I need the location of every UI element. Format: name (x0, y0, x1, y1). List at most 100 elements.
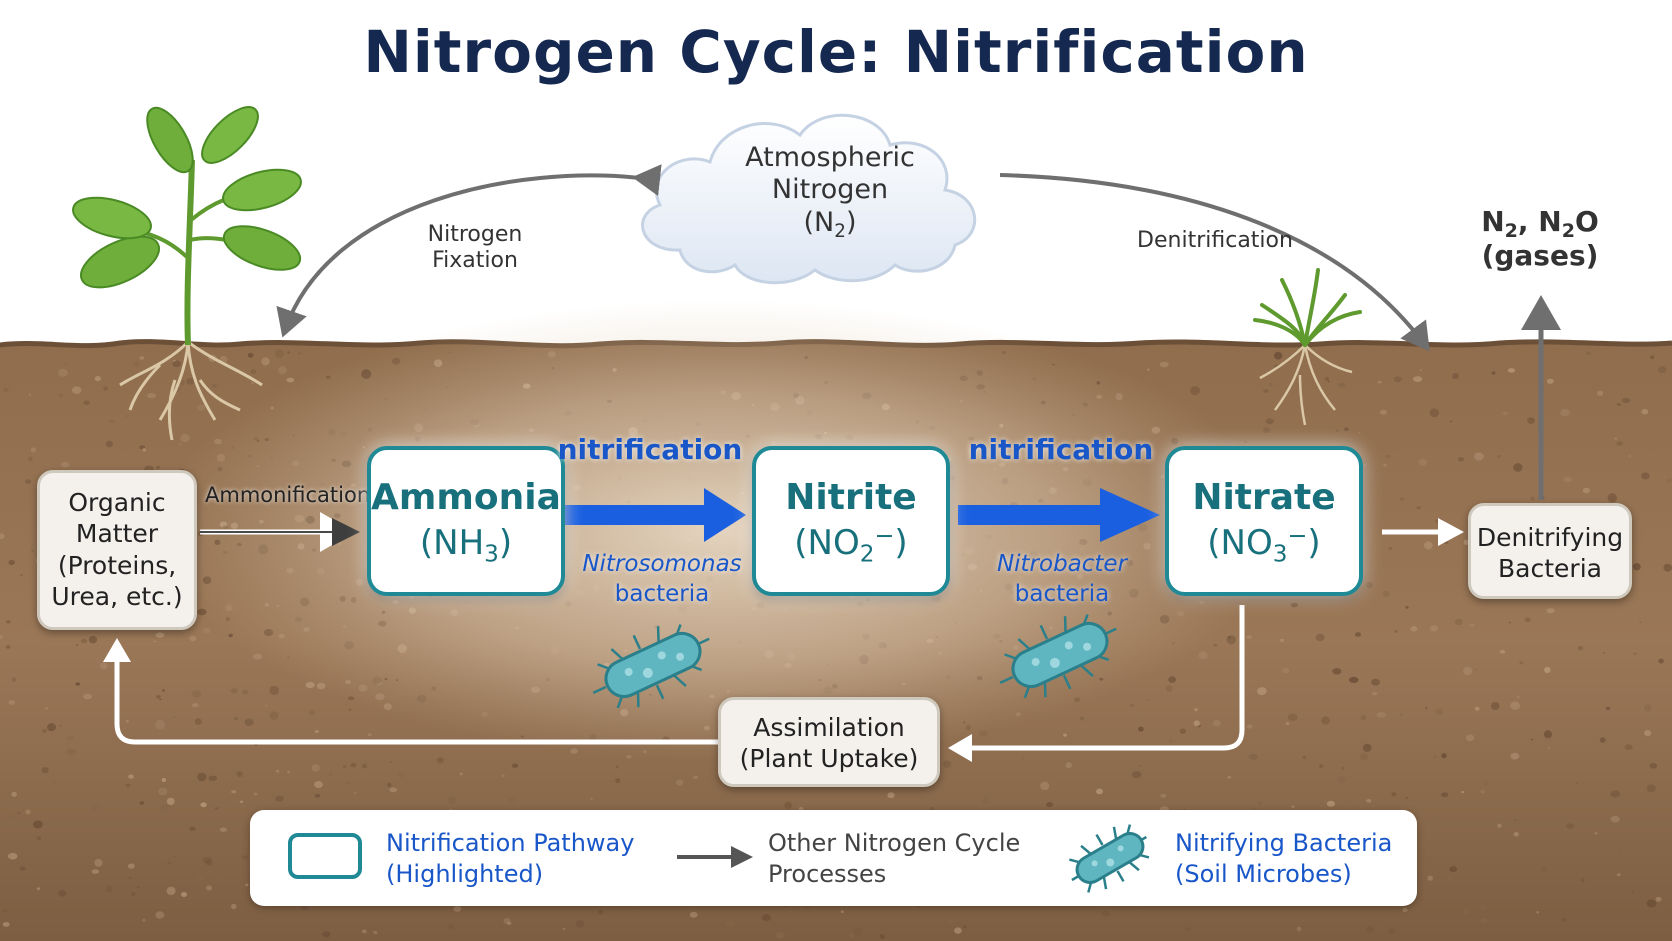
soil-speck (25, 809, 31, 815)
soil-speck (1543, 730, 1552, 739)
soil-speck (162, 689, 165, 692)
ammonia-f2: ) (498, 523, 513, 564)
soil-speck (1394, 630, 1398, 633)
soil-speck (244, 718, 254, 727)
soil-speck (598, 910, 604, 915)
soil-speck (189, 826, 196, 831)
soil-speck (1412, 376, 1423, 382)
nitrite-f1: (NO (794, 523, 860, 564)
soil-speck (58, 368, 68, 377)
soil-speck (1366, 582, 1373, 589)
soil-speck (1463, 909, 1471, 915)
soil-speck (1457, 457, 1465, 462)
soil-speck (206, 885, 212, 891)
soil-speck (1605, 706, 1611, 711)
soil-speck (1641, 472, 1650, 480)
soil-speck (1326, 800, 1335, 807)
soil-speck (1497, 823, 1502, 828)
assimilation-line2: (Plant Uptake) (739, 744, 919, 774)
soil-speck (1616, 873, 1621, 876)
soil-speck (693, 775, 699, 780)
soil-speck (350, 762, 357, 768)
soil-speck (180, 434, 190, 443)
soil-speck (286, 377, 295, 383)
soil-speck (1424, 541, 1433, 550)
soil-speck (247, 352, 254, 358)
soil-speck (853, 927, 863, 936)
soil-speck (1388, 546, 1393, 551)
soil-speck (509, 798, 515, 802)
nitrosomonas-label: Nitrosomonas bacteria (572, 550, 752, 610)
soil-speck (1213, 643, 1218, 647)
soil-speck (192, 703, 199, 708)
soil-speck (137, 886, 140, 889)
soil-speck (75, 682, 80, 686)
soil-speck (1371, 691, 1378, 696)
grass-icon (1253, 268, 1362, 426)
soil-speck (1165, 685, 1173, 692)
soil-speck (1021, 757, 1025, 760)
soil-speck (242, 689, 249, 695)
soil-speck (1452, 372, 1459, 380)
soil-speck (590, 797, 593, 800)
soil-speck (390, 761, 393, 764)
soil-speck (158, 787, 168, 796)
nitrate-sub: 3 (1272, 541, 1288, 568)
soil-speck (1319, 764, 1324, 768)
soil-speck (879, 934, 885, 939)
soil-speck (345, 780, 350, 785)
soil-speck (1379, 409, 1388, 415)
nitrite-name: Nitrite (785, 477, 917, 518)
soil-speck (287, 351, 290, 354)
legend-bacteria-line2: (Soil Microbes) (1175, 860, 1352, 889)
legend-bacteria-line1: Nitrifying Bacteria (1175, 829, 1393, 857)
gas-o: O (1574, 205, 1599, 238)
nitrification-arrow-1 (562, 488, 746, 542)
soil-speck (287, 770, 291, 774)
soil-speck (178, 443, 182, 446)
soil-speck (1291, 805, 1295, 808)
soil-speck (36, 887, 41, 891)
soil-speck (1063, 733, 1067, 737)
soil-speck (1377, 380, 1382, 384)
soil-speck (1541, 867, 1547, 872)
soil-speck (59, 724, 62, 727)
soil-speck (234, 716, 239, 721)
soil-speck (1096, 788, 1103, 795)
soil-speck (8, 700, 16, 705)
soil-speck (251, 382, 254, 384)
soil-speck (1491, 371, 1496, 375)
soil-speck (1546, 608, 1555, 614)
soil-speck (1546, 378, 1554, 384)
soil-speck (775, 931, 785, 939)
soil-speck (105, 885, 113, 893)
soil-speck (1514, 819, 1517, 822)
soil-speck (1577, 646, 1584, 651)
denitrifying-arrowhead (1438, 518, 1464, 546)
soil-speck (453, 906, 462, 912)
soil-speck (942, 760, 952, 769)
soil-speck (1046, 802, 1054, 808)
soil-speck (1616, 441, 1623, 446)
nitrite-f2: ) (894, 523, 908, 564)
soil-speck (1633, 652, 1637, 655)
soil-speck (1416, 506, 1421, 510)
soil-speck (91, 869, 100, 874)
soil-speck (1465, 734, 1475, 742)
soil-speck (66, 736, 75, 741)
soil-speck (7, 852, 18, 860)
soil-speck (1607, 493, 1618, 503)
soil-speck (1246, 724, 1253, 729)
nitrobacter-word: bacteria (1014, 580, 1110, 607)
soil-speck (94, 376, 101, 382)
soil-speck (1435, 708, 1444, 716)
soil-speck (954, 927, 962, 934)
soil-speck (1383, 463, 1388, 467)
soil-speck (1299, 917, 1305, 923)
soil-speck (798, 806, 804, 811)
page-title: Nitrogen Cycle: Nitrification (363, 18, 1309, 86)
soil-speck (342, 765, 347, 768)
soil-speck (1594, 832, 1598, 835)
soil-speck (5, 645, 11, 649)
assimilation-line1: Assimilation (753, 713, 905, 742)
